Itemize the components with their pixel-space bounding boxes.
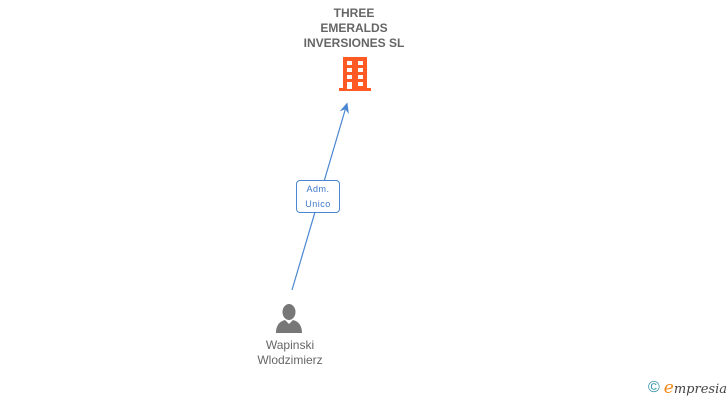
person-name-line-2: Wlodzimierz: [257, 353, 323, 367]
role-line-1: Adm.: [306, 184, 330, 194]
brand-initial: e: [663, 378, 674, 398]
building-icon[interactable]: [338, 56, 372, 92]
empresia-logo: empresia: [664, 378, 727, 398]
company-name-line-1: THREE: [333, 6, 375, 20]
person-name[interactable]: Wapinski Wlodzimierz: [230, 338, 350, 368]
copyright-icon: ©: [648, 379, 660, 396]
role-badge[interactable]: Adm. Unico: [296, 180, 340, 213]
empresia-footer[interactable]: © empresia: [648, 378, 727, 398]
company-name[interactable]: THREE EMERALDS INVERSIONES SL: [284, 6, 424, 51]
person-icon[interactable]: [274, 303, 304, 333]
company-name-line-2: EMERALDS: [320, 21, 388, 35]
brand-rest: mpresia: [673, 382, 727, 397]
role-line-2: Unico: [305, 199, 331, 209]
company-name-line-3: INVERSIONES SL: [303, 36, 405, 50]
person-name-line-1: Wapinski: [265, 338, 315, 352]
